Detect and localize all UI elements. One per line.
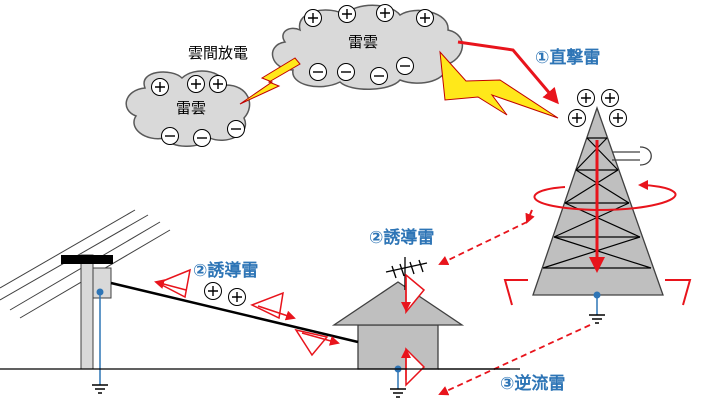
plus-charge-icon: [209, 75, 227, 93]
utility-pole: [61, 254, 113, 370]
antenna-icon: [385, 257, 428, 290]
plus-charge-icon: [304, 9, 322, 27]
large-cloud-minus-charges: [309, 57, 414, 85]
induced-strike-house-label: ②誘導雷: [369, 227, 434, 248]
thundercloud-small-label: 雷雲: [176, 99, 206, 117]
backflow-dashed-arrow: [438, 324, 591, 396]
service-drop-line: [110, 281, 359, 344]
direct-strike-label: ①直撃雷: [535, 47, 600, 68]
plus-charge-icon: [416, 9, 434, 27]
minus-charge-icon: [309, 63, 327, 81]
minus-charge-icon: [227, 120, 245, 138]
ground-symbol-icon: [390, 365, 406, 398]
ground-symbol-icon: [92, 288, 108, 394]
tower-plus-charges: [568, 89, 627, 127]
line-plus-charges: [204, 282, 246, 306]
plus-charge-icon: [228, 288, 246, 306]
direct-strike-arrow: [457, 40, 559, 105]
lightning-bolt-icon: [439, 50, 559, 119]
minus-charge-icon: [193, 129, 211, 147]
small-cloud-minus-charges: [161, 120, 245, 147]
induced-dashed-arrow: [438, 221, 528, 266]
lightning-bolt-icon: [239, 57, 301, 105]
house: [331, 281, 465, 370]
minus-charge-icon: [370, 67, 388, 85]
plus-charge-icon: [609, 109, 627, 127]
line-surge-triangles: [154, 268, 340, 357]
cloud-discharge-label: 雲間放電: [188, 44, 248, 62]
small-cloud-plus-charges: [151, 75, 227, 96]
minus-charge-icon: [337, 63, 355, 81]
plus-charge-icon: [187, 75, 205, 93]
induced-strike-line-label: ②誘導雷: [193, 260, 258, 281]
plus-charge-icon: [601, 89, 619, 107]
minus-charge-icon: [396, 57, 414, 75]
large-cloud-plus-charges: [304, 4, 434, 27]
plus-charge-icon: [204, 282, 222, 300]
thundercloud-large-label: 雷雲: [348, 33, 378, 51]
ground-symbol-icon: [589, 291, 605, 324]
plus-charge-icon: [338, 5, 356, 23]
magnetic-field-loop: [525, 180, 677, 224]
plus-charge-icon: [376, 4, 394, 22]
minus-charge-icon: [161, 127, 179, 145]
plus-charge-icon: [151, 78, 169, 96]
plus-charge-icon: [568, 109, 586, 127]
plus-charge-icon: [577, 89, 595, 107]
backflow-strike-label: ③逆流雷: [500, 373, 565, 394]
